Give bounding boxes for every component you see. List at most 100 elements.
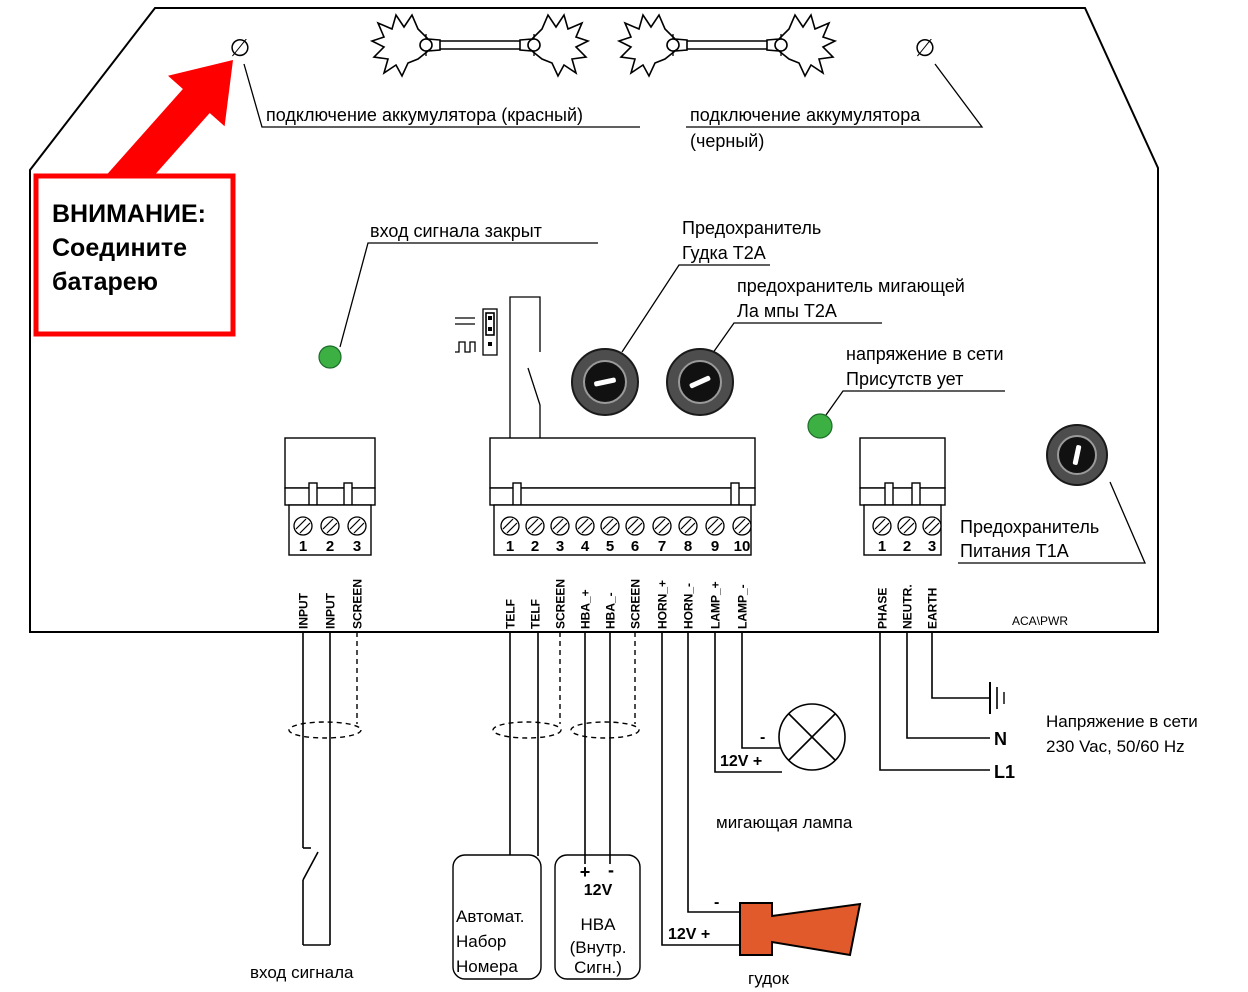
lamp-plus-label: 12V + bbox=[720, 753, 762, 770]
terminal-number: 3 bbox=[928, 538, 936, 555]
hba-wiring: + - 12V HBA (Внутр. Сигн.) bbox=[554, 632, 641, 980]
input-switch-blade bbox=[302, 851, 319, 881]
jumper-cap bbox=[485, 312, 495, 336]
terminal-number: 3 bbox=[353, 538, 361, 555]
terminal-label: LAMP_- bbox=[736, 584, 750, 629]
horn-plus-wire bbox=[661, 632, 742, 946]
terminal-screw-icon bbox=[575, 516, 595, 536]
terminal-label: EARTH bbox=[926, 588, 940, 629]
horn-fuse-label: Предохранитель bbox=[682, 218, 821, 238]
terminal-label: TELF bbox=[504, 599, 518, 629]
warning-line-2: Соедините bbox=[52, 234, 187, 262]
terminal-screw-icon bbox=[897, 516, 917, 536]
neutral-wire bbox=[906, 632, 990, 739]
connector-housing bbox=[284, 437, 376, 489]
autodialer-wiring: Автомат. Набор Номера bbox=[452, 632, 562, 980]
tamper-switch-body bbox=[509, 296, 541, 438]
power-fuse-rating: Питания T1A bbox=[960, 541, 1069, 561]
signal-closed-led bbox=[318, 345, 342, 369]
terminal-screw-icon bbox=[872, 516, 892, 536]
terminal-label: INPUT bbox=[324, 592, 338, 629]
signal-closed-leader bbox=[339, 242, 598, 348]
connector-latch bbox=[730, 482, 740, 506]
lamp-wiring: 12V + - мигающая лампа bbox=[714, 632, 853, 832]
power-fuse-leader bbox=[958, 481, 1146, 564]
jumper-selector bbox=[455, 308, 498, 356]
battery-black-leader bbox=[686, 63, 984, 128]
terminal-screw-icon bbox=[550, 516, 570, 536]
terminal-number: 3 bbox=[556, 538, 564, 555]
horn-wiring: 12V + - гудок bbox=[661, 632, 862, 988]
terminal-screw-icon bbox=[732, 516, 752, 536]
warning-line-3: батарею bbox=[52, 268, 158, 296]
terminal-label: SCREEN bbox=[351, 579, 365, 629]
terminal-label: TELF bbox=[529, 599, 543, 629]
terminal-number: 5 bbox=[606, 538, 614, 555]
terminal-number: 2 bbox=[903, 538, 911, 555]
terminal-screw-icon bbox=[347, 516, 367, 536]
terminal-label: HBA_+ bbox=[579, 589, 593, 629]
jumper-pin bbox=[488, 327, 492, 331]
hba-voltage: 12V bbox=[584, 882, 613, 899]
board-id: ACA\PWR bbox=[1012, 614, 1068, 628]
tamper-switch-blade bbox=[527, 367, 541, 406]
ground-icon bbox=[989, 682, 1005, 714]
terminal-screw-icon bbox=[922, 516, 942, 536]
mains-spec: 230 Vac, 50/60 Hz bbox=[1046, 737, 1185, 756]
terminal-screw-icon bbox=[652, 516, 672, 536]
hba-name: HBA bbox=[581, 915, 617, 934]
lamp-minus-wire bbox=[741, 632, 780, 749]
terminal-number: 4 bbox=[581, 538, 590, 555]
terminal-label: SCREEN bbox=[554, 579, 568, 629]
lamp-fuse-icon bbox=[666, 348, 734, 416]
battery-red-label: подключение аккумулятора (красный) bbox=[266, 105, 583, 125]
input-cable-shield bbox=[288, 721, 362, 739]
terminal-block-main: 1TELF2TELF3SCREEN4HBA_+5HBA_-6SCREEN7HOR… bbox=[489, 437, 756, 629]
horn-minus-wire bbox=[687, 632, 742, 913]
hba-minus: - bbox=[608, 860, 614, 880]
autodialer-label-3: Номера bbox=[456, 957, 518, 976]
connector-latch bbox=[911, 482, 921, 506]
connector-ledge bbox=[489, 487, 756, 506]
terminal-number: 6 bbox=[631, 538, 639, 555]
terminal-label: HORN_+ bbox=[656, 580, 670, 629]
horn-plus-label: 12V + bbox=[668, 926, 710, 943]
mains-label: Напряжение в сети bbox=[1046, 712, 1198, 731]
terminal-number: 1 bbox=[299, 538, 307, 555]
battery-clip-icon bbox=[519, 14, 589, 77]
battery-black-terminal-symbol: ∅ bbox=[915, 35, 936, 62]
terminal-number: 2 bbox=[531, 538, 539, 555]
battery-clip-icon bbox=[766, 14, 836, 77]
horn-fuse-icon bbox=[571, 348, 639, 416]
warning-box: ВНИМАНИЕ: Соедините батарею bbox=[33, 173, 236, 337]
jumper-pin bbox=[488, 342, 492, 346]
hba-box bbox=[554, 854, 641, 980]
connector-latch bbox=[308, 482, 318, 506]
lamp-fuse-label: предохранитель мигающей bbox=[737, 276, 965, 296]
connector-housing bbox=[489, 437, 756, 489]
mains-present-label-2: Присутств ует bbox=[846, 369, 963, 389]
autodialer-label-1: Автомат. bbox=[456, 907, 524, 926]
horn-icon bbox=[739, 902, 862, 957]
mains-present-label: напряжение в сети bbox=[846, 344, 1004, 364]
power-fuse-label: Предохранитель bbox=[960, 517, 1099, 537]
battery-black-label: подключение аккумулятора bbox=[690, 105, 921, 125]
board-outline bbox=[29, 7, 1159, 633]
lamp-icon bbox=[778, 703, 846, 771]
terminal-screw-icon bbox=[293, 516, 313, 536]
terminal-label: SCREEN bbox=[629, 579, 643, 629]
horn-minus-label: - bbox=[714, 894, 719, 911]
terminal-number: 8 bbox=[684, 538, 692, 555]
connector-latch bbox=[884, 482, 894, 506]
hba-desc-1: (Внутр. bbox=[570, 938, 627, 957]
warning-title: ВНИМАНИЕ: bbox=[52, 200, 206, 228]
terminal-label: HBA_- bbox=[604, 592, 618, 629]
terminal-label: PHASE bbox=[876, 588, 890, 629]
fuse-slot bbox=[1072, 445, 1082, 465]
hba-cable-shield bbox=[570, 721, 640, 739]
signal-closed-label: вход сигнала закрыт bbox=[370, 221, 542, 241]
lamp-fuse-rating: Ла мпы T2A bbox=[737, 301, 837, 321]
